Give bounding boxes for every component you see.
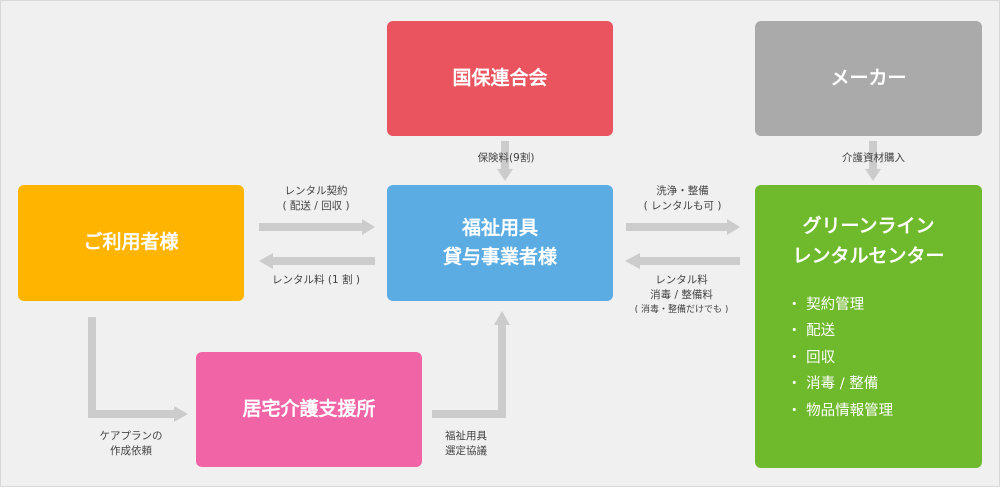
user-box: ご利用者様 — [18, 185, 244, 301]
contract-text-line2: ( 配送 / 回収 ) — [282, 200, 350, 212]
contract-label: レンタル契約 ( 配送 / 回収 ) — [256, 184, 376, 214]
arrow-kokuho-to-rental — [497, 141, 513, 181]
selection-text-line1: 福祉用具 — [445, 430, 487, 442]
selection-text-line2: 選定協議 — [445, 445, 487, 457]
purchase-label: 介護資材購入 — [816, 151, 931, 166]
service-item: ・ 配送 — [787, 323, 836, 340]
user-fee-text: レンタル料 (1 割 ) — [272, 274, 360, 286]
user-label: ご利用者様 — [83, 231, 179, 254]
service-item: ・ 消毒 / 整備 — [787, 376, 879, 393]
arrow-rental-to-center — [626, 219, 740, 235]
wash-text-line2: ( レンタルも可 ) — [643, 200, 722, 212]
center-fee-text-line2: 消毒 / 整備料 — [650, 289, 713, 301]
arrow-center-to-rental — [625, 253, 740, 269]
arrow-rental-to-user — [259, 253, 375, 269]
center-fee-text-line1: レンタル料 — [655, 274, 708, 286]
careplan-text-line1: ケアプランの — [99, 430, 163, 442]
careplan-text-line2: 作成依頼 — [110, 445, 152, 457]
contract-text-line1: レンタル契約 — [284, 185, 348, 197]
rental-center-title-line1: グリーンライン — [802, 215, 935, 237]
insurance-label: 保険料(9割) — [451, 151, 561, 166]
purchase-text: 介護資材購入 — [842, 152, 905, 164]
service-item: ・ 回収 — [787, 349, 836, 366]
arrow-user-to-rental — [259, 219, 375, 235]
wash-label: 洗浄・整備 ( レンタルも可 ) — [624, 184, 741, 214]
maker-label: メーカー — [830, 66, 907, 89]
rental-provider-label-line1: 福祉用具 — [461, 216, 538, 239]
kokuho-box: 国保連合会 — [387, 21, 613, 136]
arrow-maker-to-center — [865, 141, 881, 181]
rental-provider-label-line2: 貸与事業者様 — [442, 246, 557, 268]
rental-center-box: グリーンライン レンタルセンター ・ 契約管理 ・ 配送 ・ 回収 ・ 消毒 /… — [755, 185, 982, 468]
service-list: ・ 契約管理 ・ 配送 ・ 回収 ・ 消毒 / 整備 ・ 物品情報管理 — [787, 292, 893, 425]
kokuho-label: 国保連合会 — [452, 66, 548, 89]
center-fee-label: レンタル料 消毒 / 整備料 ( 消毒・整備だけでも ) — [619, 273, 744, 318]
insurance-text: 保険料(9割) — [477, 152, 535, 164]
care-support-box: 居宅介護支援所 — [196, 352, 422, 467]
service-item: ・ 物品情報管理 — [787, 402, 894, 419]
wash-text-line1: 洗浄・整備 — [656, 185, 709, 197]
center-fee-text-line3: ( 消毒・整備だけでも ) — [634, 305, 729, 315]
rental-center-title-line2: レンタルセンター — [792, 245, 945, 268]
care-support-label: 居宅介護支援所 — [242, 397, 376, 420]
careplan-label: ケアプランの 作成依頼 — [76, 429, 186, 459]
rental-provider-box: 福祉用具 貸与事業者様 — [387, 185, 613, 301]
arrow-care-to-rental — [432, 311, 510, 418]
service-item: ・ 契約管理 — [787, 296, 865, 313]
user-fee-label: レンタル料 (1 割 ) — [256, 273, 376, 288]
arrow-user-to-care — [88, 317, 188, 422]
maker-box: メーカー — [755, 21, 982, 136]
selection-label: 福祉用具 選定協議 — [431, 429, 501, 459]
